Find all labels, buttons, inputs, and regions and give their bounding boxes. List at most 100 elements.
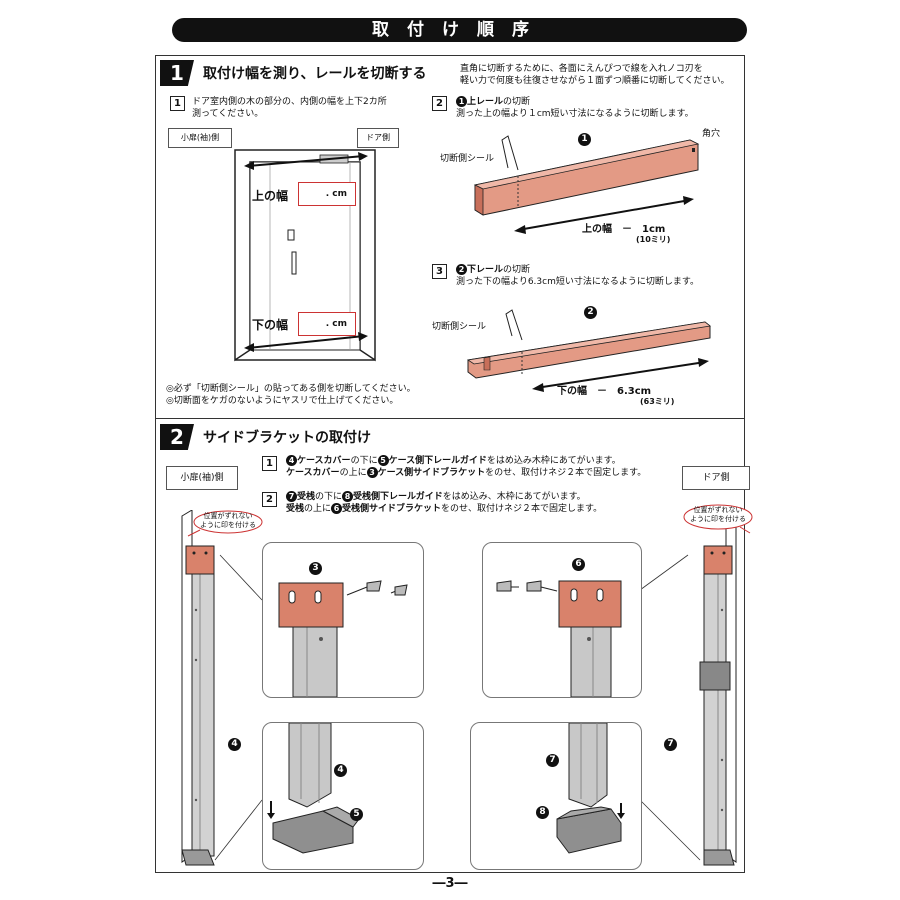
page-number: ―3― <box>432 876 468 891</box>
case-bracket-drawing <box>278 580 408 697</box>
s2-right-label: ドア側 <box>682 466 750 490</box>
text-fit-2: をはめ込み、木枠にあてがいます。 <box>442 492 586 502</box>
num-3: 3 <box>366 467 378 478</box>
inset-callout-3: 3 <box>309 562 322 575</box>
section1-note: 直角に切断するために、各面にえんぴつで線を入れノコ刃を 軽い力で何度も往復させな… <box>460 63 729 87</box>
text-on-2: の上に <box>304 504 332 514</box>
step3-circle: 2 <box>456 264 467 275</box>
left-bubble <box>187 510 263 537</box>
s2-left-label: 小扉(袖)側 <box>166 466 238 490</box>
step3-head-suffix: の切断 <box>503 265 531 275</box>
right-post-illustration <box>699 510 737 866</box>
upper-rail-illustration <box>473 135 700 234</box>
square-hole-label: 角穴 <box>702 129 721 139</box>
step1-line-1: ドア室内側の木の部分の、内側の幅を上下2カ所 <box>192 97 387 107</box>
left-post-callout-4: 4 <box>228 738 241 751</box>
text-fix: をのせ、取付けネジ２本で固定します。 <box>485 468 647 478</box>
text-fit: をはめ込み木枠にあてがいます。 <box>486 456 621 466</box>
lower-dim-sub: (63ミリ) <box>640 397 675 406</box>
note-line-2: 軽い力で何度も往復させながら１面ずつ順番に切断してください。 <box>460 76 730 86</box>
step3-head: 下レール <box>467 265 504 275</box>
case-cover: ケースカバー <box>297 456 351 466</box>
width-arrows <box>244 152 368 352</box>
step3-desc: 測った下の幅より6.3cm短い寸法になるように切断します。 <box>456 277 699 287</box>
inset-callout-5: 5 <box>350 808 363 821</box>
receiver-2: 受桟 <box>286 504 305 514</box>
step2-circle: 1 <box>456 96 467 107</box>
step2-desc: 測った上の幅より１cm短い寸法になるように切断します。 <box>456 109 694 119</box>
num-4: 4 <box>286 455 297 466</box>
step1-text: ドア室内側の木の部分の、内側の幅を上下2カ所 測ってください。 <box>192 96 387 120</box>
s2-step2-number: 2 <box>262 492 277 507</box>
lower-dim-label: 下の幅 － 6.3cm <box>557 386 652 397</box>
receiver-bracket-drawing <box>496 580 622 697</box>
right-bubble-line-1: 位置がずれない <box>693 506 743 514</box>
left-post-illustration <box>181 510 215 866</box>
inset-callout-6: 6 <box>572 558 585 571</box>
note-line-1: 直角に切断するために、各面にえんぴつで線を入れノコ刃を <box>460 64 703 74</box>
part-2-callout: 2 <box>584 306 597 319</box>
section1-title: 取付け幅を測り、レールを切断する <box>203 66 427 82</box>
receiver-guide-drawing <box>556 723 625 854</box>
step2-number: 2 <box>432 96 447 111</box>
case-side-bracket: ケース側サイドブラケット <box>377 468 486 478</box>
step1-number: 1 <box>170 96 185 111</box>
upper-cut-seal-label: 切断側シール <box>440 154 495 164</box>
lower-cut-seal-label: 切断側シール <box>432 322 487 332</box>
part-1-callout: 1 <box>578 133 591 146</box>
section-divider <box>155 418 745 419</box>
receiver: 受桟 <box>297 492 316 502</box>
section2-title: サイドブラケットの取付け <box>203 430 371 446</box>
section1-bottom-notes: ◎必ず「切断側シール」の貼ってある側を切断してください。 ◎切断面をケガのないよ… <box>166 383 416 407</box>
inset-case-bracket <box>262 542 424 698</box>
left-side-label: 小扉(袖)側 <box>168 128 232 148</box>
content-frame <box>155 55 745 873</box>
inset-case-guide <box>262 722 424 870</box>
bottom-note-2: ◎切断面をケガのないようにヤスリで仕上げてください。 <box>166 396 399 406</box>
inset-callout-4: 4 <box>334 764 347 777</box>
right-side-label: ドア側 <box>357 128 399 148</box>
upper-width-label: 上の幅 <box>252 189 289 203</box>
inset-callout-7: 7 <box>546 754 559 767</box>
right-bubble <box>683 504 753 534</box>
step3-number: 3 <box>432 264 447 279</box>
text-under: の下に <box>350 456 378 466</box>
right-post-callout-7: 7 <box>664 738 677 751</box>
num-6: 6 <box>331 503 343 514</box>
num-7: 7 <box>286 491 297 502</box>
upper-width-field: . cm <box>298 182 356 206</box>
right-bubble-text: 位置がずれない ように印を付ける <box>688 506 748 524</box>
bottom-note-1: ◎必ず「切断側シール」の貼ってある側を切断してください。 <box>166 384 416 394</box>
receiver-lower-rail-guide: 受桟側下レールガイド <box>353 492 443 502</box>
lower-width-field: . cm <box>298 312 356 336</box>
section1-number: 1 <box>160 60 194 86</box>
inset-callout-8: 8 <box>536 806 549 819</box>
receiver-side-bracket: 受桟側サイドブラケット <box>342 504 442 514</box>
lower-rail-illustration <box>466 309 711 392</box>
left-bubble-text: 位置がずれない ように印を付ける <box>200 512 256 530</box>
right-bubble-line-2: ように印を付ける <box>690 515 746 523</box>
step2-head: 上レール <box>467 97 504 107</box>
inset-receiver-bracket <box>482 542 642 698</box>
s2-step1-number: 1 <box>262 456 277 471</box>
text-fix-2: をのせ、取付けネジ２本で固定します。 <box>441 504 603 514</box>
case-cover-2: ケースカバー <box>286 468 340 478</box>
bubble-line-2: ように印を付ける <box>200 521 256 529</box>
num-8: 8 <box>342 491 354 502</box>
upper-dim-sub: (10ミリ) <box>636 235 671 244</box>
text-under-2: の下に <box>315 492 343 502</box>
case-lower-rail-guide: ケース側下レールガイド <box>388 456 487 466</box>
text-on: の上に <box>339 468 367 478</box>
step1-line-2: 測ってください。 <box>192 109 264 119</box>
section2-number: 2 <box>160 424 194 450</box>
case-guide-drawing <box>267 723 360 854</box>
